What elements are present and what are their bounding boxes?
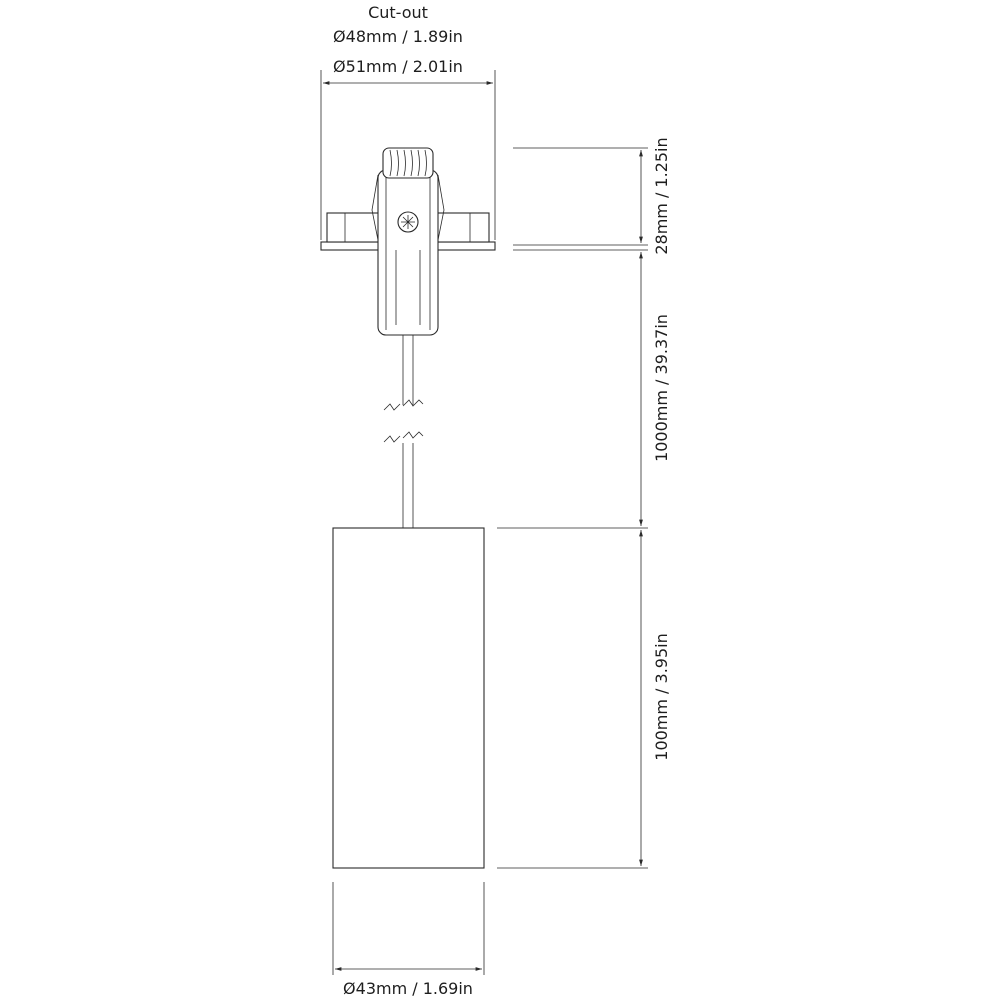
spring-clip	[371, 147, 445, 336]
body-height-dimension	[497, 530, 648, 869]
cutout-title: Cut-out	[368, 3, 428, 22]
suspension-cable	[383, 335, 424, 528]
body-diameter-label: Ø43mm / 1.69in	[343, 979, 473, 998]
cutout-diameter-label: Ø48mm / 1.89in	[333, 27, 463, 46]
flange-width-dimension	[320, 70, 496, 240]
recess-height-label: 28mm / 1.25in	[652, 137, 671, 254]
body-height-label: 100mm / 3.95in	[652, 633, 671, 760]
recess-height-dimension	[513, 147, 648, 246]
flange-diameter-label: Ø51mm / 2.01in	[333, 57, 463, 76]
cable-length-label: 1000mm / 39.37in	[652, 314, 671, 462]
cylinder-body	[332, 527, 485, 869]
body-diameter-dimension	[332, 882, 485, 975]
cable-length-dimension	[497, 249, 648, 529]
